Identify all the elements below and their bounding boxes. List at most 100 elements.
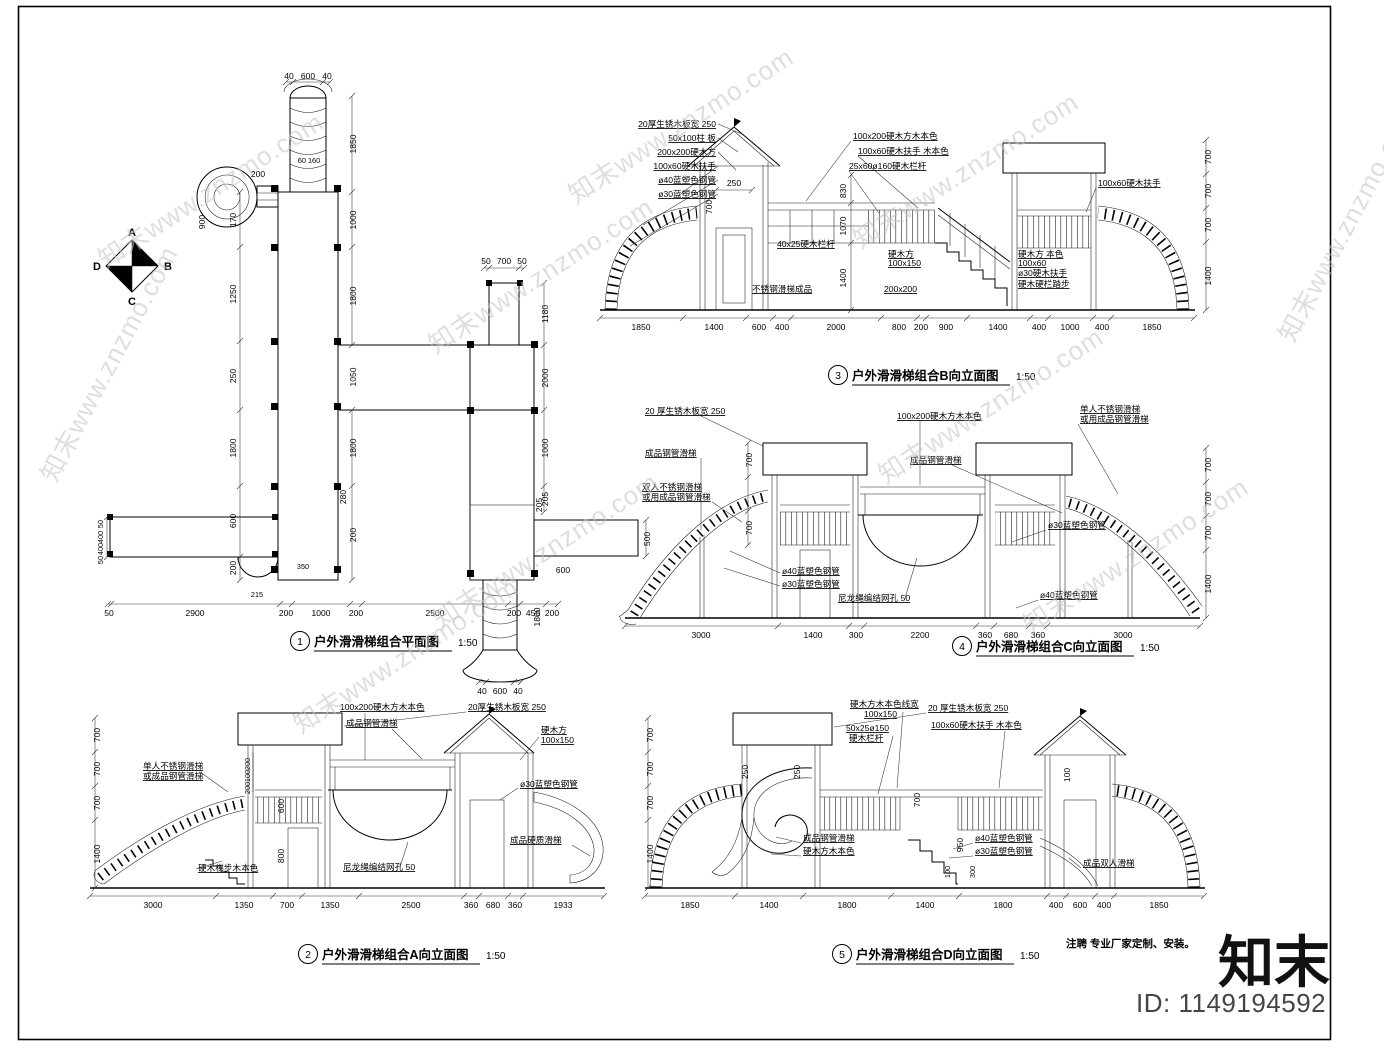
dim: 1070	[838, 216, 848, 235]
dim: 700	[1203, 458, 1213, 472]
annotation: 25x60ø160硬木栏杆	[849, 160, 927, 171]
svg-text:1: 1	[297, 636, 303, 648]
annotation: 硬木硬栏踏步	[1018, 278, 1070, 289]
annotation: 100x200硬木方木本色	[897, 410, 982, 421]
annotation: 200x200硬木方	[657, 146, 716, 157]
annotation: 硬木方	[541, 724, 567, 735]
dim: 700	[645, 762, 655, 776]
annotation: 20厚生锈木板宽 250	[468, 701, 546, 712]
annotation: 100x60硬木扶手 木本色	[931, 719, 1022, 730]
dim: 1250	[228, 284, 238, 303]
annotation: 或用成品钢管滑梯	[1080, 413, 1149, 424]
dim: 1800	[532, 607, 542, 626]
dim: 400	[96, 531, 105, 543]
annotation: 单人不锈钢滑梯	[1080, 403, 1141, 414]
compass: A B C D	[93, 227, 172, 308]
plank-roof	[762, 442, 868, 476]
annotation: 20 厚生锈木板宽 250	[645, 405, 725, 416]
elevation-b-title: 3 户外滑滑梯组合B向立面图 1:50	[828, 365, 1036, 386]
annotation: 成品双人滑梯	[1083, 857, 1135, 868]
elevation-d-title: 5 户外滑滑梯组合D向立面图 1:50 注聘 专业厂家定制、安装。	[832, 937, 1195, 965]
dim: 1050	[348, 367, 358, 386]
dim: 300	[968, 866, 977, 878]
svg-text:1:50: 1:50	[458, 638, 478, 649]
dim: 200	[243, 782, 252, 794]
annotation: 或用成品钢管滑梯	[642, 491, 711, 502]
annotation: 20 厚生锈木板宽 250	[928, 702, 1008, 713]
plank-roof	[732, 712, 833, 746]
annotation: 100x60硬木扶手 木本色	[858, 145, 949, 156]
dim: 1800	[348, 438, 358, 457]
svg-text:3: 3	[835, 370, 841, 382]
dim: 250	[740, 765, 750, 779]
annotation: 100x150	[541, 735, 574, 745]
elevation-a-title: 2 户外滑滑梯组合A向立面图 1:50	[298, 944, 506, 965]
stairs	[908, 839, 958, 885]
dim: 800	[276, 849, 286, 863]
dim: 700	[1203, 184, 1213, 198]
annotation: 尼龙绳编结网孔 50	[343, 861, 415, 872]
annotation: 成品钢管滑梯	[803, 832, 855, 843]
dim: 280	[338, 490, 348, 504]
annotation: 100x200硬木方木本色	[340, 701, 425, 712]
stairs	[935, 242, 1008, 306]
annotation: ø40蓝塑色钢管	[1040, 589, 1098, 600]
rope-net	[862, 514, 979, 567]
dim: 700	[1203, 150, 1213, 164]
annotation: 硬木栏杆	[849, 732, 884, 743]
annotation: ø30蓝塑色钢管	[975, 845, 1033, 856]
dim: 50	[96, 520, 105, 528]
svg-text:1:50: 1:50	[1020, 951, 1040, 962]
plank-roof	[1002, 142, 1106, 174]
annotation: 硬木方	[888, 248, 914, 259]
dim: 1800	[348, 286, 358, 305]
svg-text:2: 2	[305, 949, 311, 961]
dim: 205	[540, 492, 550, 506]
annotation: 成品钢管滑梯	[645, 447, 697, 458]
dim: 200	[348, 528, 358, 542]
annotation: ø30蓝塑色钢管	[1048, 519, 1106, 530]
annotation: ø30蓝塑色钢管	[658, 188, 716, 199]
dim: 60 160	[298, 156, 320, 165]
annotation: 100x150	[864, 709, 897, 719]
elevation-d: 硬木方木本色线宽 100x150 50x25ø150 硬木栏杆 20 厚生锈木板…	[641, 698, 1208, 965]
dim: 250	[727, 178, 741, 188]
svg-text:1:50: 1:50	[1016, 372, 1036, 383]
annotation: 100x60	[1018, 258, 1046, 268]
note-text: 注聘 专业厂家定制、安装。	[1066, 937, 1195, 950]
dim: 350	[297, 562, 309, 571]
svg-text:5: 5	[839, 949, 845, 961]
dim: 900	[197, 215, 207, 229]
dim: 700	[744, 453, 754, 467]
annotation: 50x100柱 板	[668, 132, 716, 143]
dim: 700	[92, 796, 102, 810]
annotation: ø40蓝塑色钢管	[975, 832, 1033, 843]
dim: 700	[1203, 492, 1213, 506]
dim: 700	[744, 521, 754, 535]
svg-text:4: 4	[959, 641, 965, 653]
dim: 200	[251, 169, 265, 179]
rope-net	[332, 789, 448, 841]
curved-slide	[533, 791, 604, 884]
compass-c: C	[128, 296, 136, 308]
svg-text:户外滑滑梯组合A向立面图: 户外滑滑梯组合A向立面图	[322, 947, 469, 962]
dim: 250	[228, 369, 238, 383]
annotation: 成品钢管滑梯	[346, 717, 398, 728]
dim: 500	[642, 532, 652, 546]
annotation: 成品硬质滑梯	[510, 834, 562, 845]
compass-d: D	[93, 261, 101, 273]
dim: 215	[251, 590, 263, 599]
elevation-c: 20 厚生锈木板宽 250 成品钢管滑梯 双人不锈钢滑梯 或用成品钢管滑梯 10…	[618, 403, 1213, 657]
dim: 100	[943, 866, 952, 878]
annotation: 成品钢管滑梯	[910, 454, 962, 465]
dim: 400	[96, 543, 105, 555]
roof-pennant	[1080, 708, 1087, 716]
